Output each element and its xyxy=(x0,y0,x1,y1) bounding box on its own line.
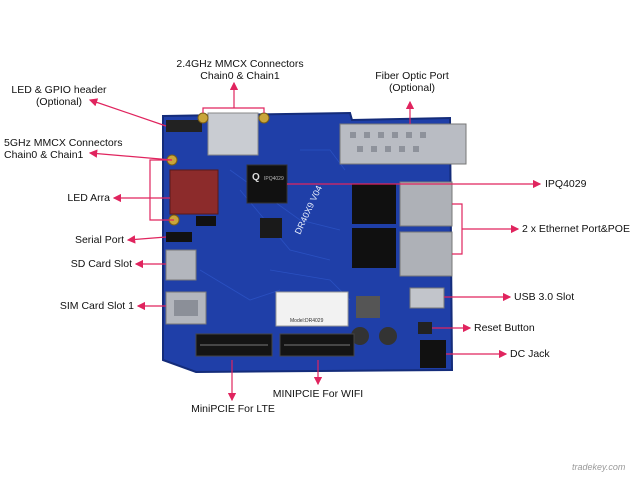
label-mmcx-5ghz: 5GHz MMCX Connectors Chain0 & Chain1 xyxy=(4,137,123,161)
sd-card-slot xyxy=(165,249,197,281)
ipq4029-chip xyxy=(246,164,288,204)
mmcx-24-chain0 xyxy=(197,112,209,124)
serial-port xyxy=(166,232,192,242)
label-ethernet: 2 x Ethernet Port&POE xyxy=(522,223,630,235)
fiber-optic-port xyxy=(339,123,467,165)
mmcx-24-chain1 xyxy=(258,112,270,124)
label-ipq4029: IPQ4029 xyxy=(545,178,587,190)
chip-model-text: IPQ4029 xyxy=(264,176,284,182)
fcc-sticker xyxy=(275,291,349,327)
label-minipcie-lte: MiniPCIE For LTE xyxy=(191,403,275,415)
watermark: tradekey.com xyxy=(572,462,626,472)
dc-jack xyxy=(420,340,446,368)
usb-3-slot xyxy=(409,287,445,309)
label-usb: USB 3.0 Slot xyxy=(514,291,575,303)
label-led-array: LED Arra xyxy=(67,192,110,204)
label-led-gpio: LED & GPIO header (Optional) xyxy=(11,84,107,108)
ethernet-port-1 xyxy=(399,181,453,227)
reset-button xyxy=(418,322,432,334)
ethernet-port-2 xyxy=(399,231,453,277)
label-serial-port: Serial Port xyxy=(74,234,124,246)
label-sd-card: SD Card Slot xyxy=(70,258,132,270)
chip-brand-text: Q xyxy=(252,172,260,183)
label-dc-jack: DC Jack xyxy=(510,348,550,360)
mmcx-24ghz-shield xyxy=(207,112,259,156)
label-fiber-optic: Fiber Optic Port (Optional) xyxy=(375,70,449,94)
sticker-model-text: Model:DR4029 xyxy=(290,318,324,324)
label-minipcie-wifi: MINIPCIE For WIFI xyxy=(272,388,364,400)
led-array xyxy=(169,169,219,215)
label-mmcx-24ghz: 2.4GHz MMCX Connectors Chain0 & Chain1 xyxy=(176,58,304,82)
label-reset: Reset Button xyxy=(474,322,535,334)
label-sim-card: SIM Card Slot 1 xyxy=(59,300,134,312)
led-gpio-header xyxy=(166,120,202,132)
